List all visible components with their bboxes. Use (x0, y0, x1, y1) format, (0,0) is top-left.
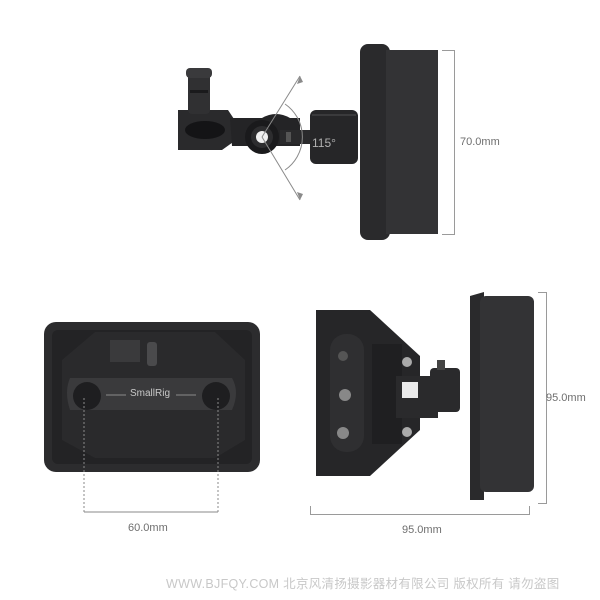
brand-logo-label: SmallRig (130, 388, 171, 399)
height-dimension-label: 70.0mm (460, 136, 500, 148)
mount-side-illustration (316, 292, 534, 500)
height-dimension-bracket (442, 50, 455, 235)
width-dimension-label: 95.0mm (402, 524, 442, 536)
rod-spacing-dimension-label: 60.0mm (128, 522, 168, 534)
front-view: SmallRig 60.0mm (0, 300, 290, 550)
copyright-watermark: WWW.BJFQY.COM 北京风清扬摄影器材有限公司 版权所有 请勿盗图 (166, 577, 560, 591)
articulating-arm-side-illustration (178, 44, 438, 240)
angle-label: 115° (312, 136, 336, 150)
side-view-top: 115° 70.0mm (0, 0, 600, 270)
side-view-bottom: 95.0mm 95.0mm (290, 280, 600, 550)
height-dimension-bracket (538, 292, 547, 504)
height-dimension-label: 95.0mm (546, 392, 586, 404)
quick-release-plate-front-illustration (44, 322, 260, 513)
width-dimension-bracket (310, 506, 530, 515)
